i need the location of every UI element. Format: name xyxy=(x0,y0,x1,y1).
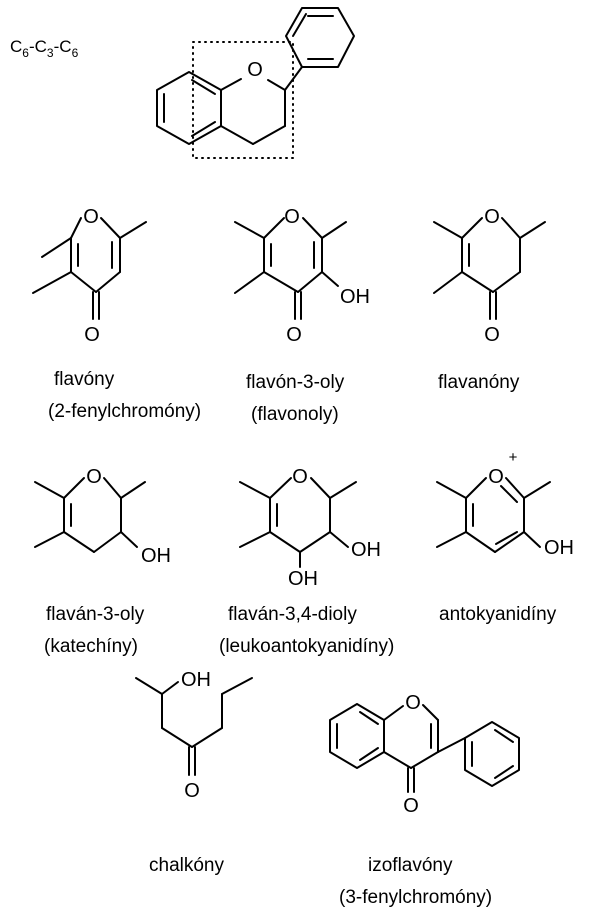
oxygen-atom: O xyxy=(83,206,99,228)
label-flavones: flavóny xyxy=(54,369,115,390)
flavan-skeleton: O xyxy=(156,7,355,159)
oxygen-atom: O xyxy=(247,59,263,81)
oxygen-atom: O xyxy=(84,324,100,346)
oxonium-atom: O xyxy=(488,466,504,488)
structure-anthocyanidins: O + OH xyxy=(436,449,574,559)
structure-isoflavones: O O xyxy=(329,692,520,817)
hydroxyl-group: OH xyxy=(181,669,211,691)
formula-c6c3c6: C6-C3-C6 xyxy=(10,37,79,60)
oxygen-atom: O xyxy=(484,324,500,346)
oxygen-atom: O xyxy=(86,466,102,488)
oxygen-atom: O xyxy=(184,780,200,802)
hydroxyl-group: OH xyxy=(141,545,171,567)
label-flavan-3-4-diols-sub: (leukoantokyanidíny) xyxy=(219,636,394,657)
structure-flavonols: O O OH xyxy=(234,206,370,346)
structure-chalcones: OH O xyxy=(135,669,253,802)
label-anthocyanidins: antokyanidíny xyxy=(439,604,557,625)
oxygen-atom: O xyxy=(284,206,300,228)
structure-flavanones: O O xyxy=(433,206,546,346)
positive-charge: + xyxy=(509,449,518,466)
hydroxyl-group: OH xyxy=(340,286,370,308)
label-flavonols-sub: (flavonoly) xyxy=(251,404,339,425)
label-isoflavones: izoflavóny xyxy=(368,855,453,876)
hydroxyl-group: OH xyxy=(288,568,318,590)
hydroxyl-group: OH xyxy=(544,537,574,559)
label-flavan-3-4-diols: flaván-3,4-dioly xyxy=(228,604,357,625)
label-isoflavones-sub: (3-fenylchromóny) xyxy=(339,887,492,908)
label-flavan-3-ols: flaván-3-oly xyxy=(46,604,145,625)
oxygen-atom: O xyxy=(292,466,308,488)
structure-flavan-3-4-diols: O OH OH xyxy=(239,466,381,590)
label-chalcones: chalkóny xyxy=(149,855,224,876)
oxygen-atom: O xyxy=(403,795,419,817)
oxygen-atom: O xyxy=(286,324,302,346)
hydroxyl-group: OH xyxy=(351,539,381,561)
structure-flavones: O O xyxy=(32,206,147,346)
oxygen-atom: O xyxy=(405,692,421,714)
label-flavonols: flavón-3-oly xyxy=(246,372,345,393)
label-flavan-3-ols-sub: (katechíny) xyxy=(44,636,138,657)
structure-flavan-3-ols: O OH xyxy=(34,466,171,567)
label-flavones-sub: (2-fenylchromóny) xyxy=(48,401,201,422)
oxygen-atom: O xyxy=(484,206,500,228)
label-flavanones: flavanóny xyxy=(438,372,520,393)
